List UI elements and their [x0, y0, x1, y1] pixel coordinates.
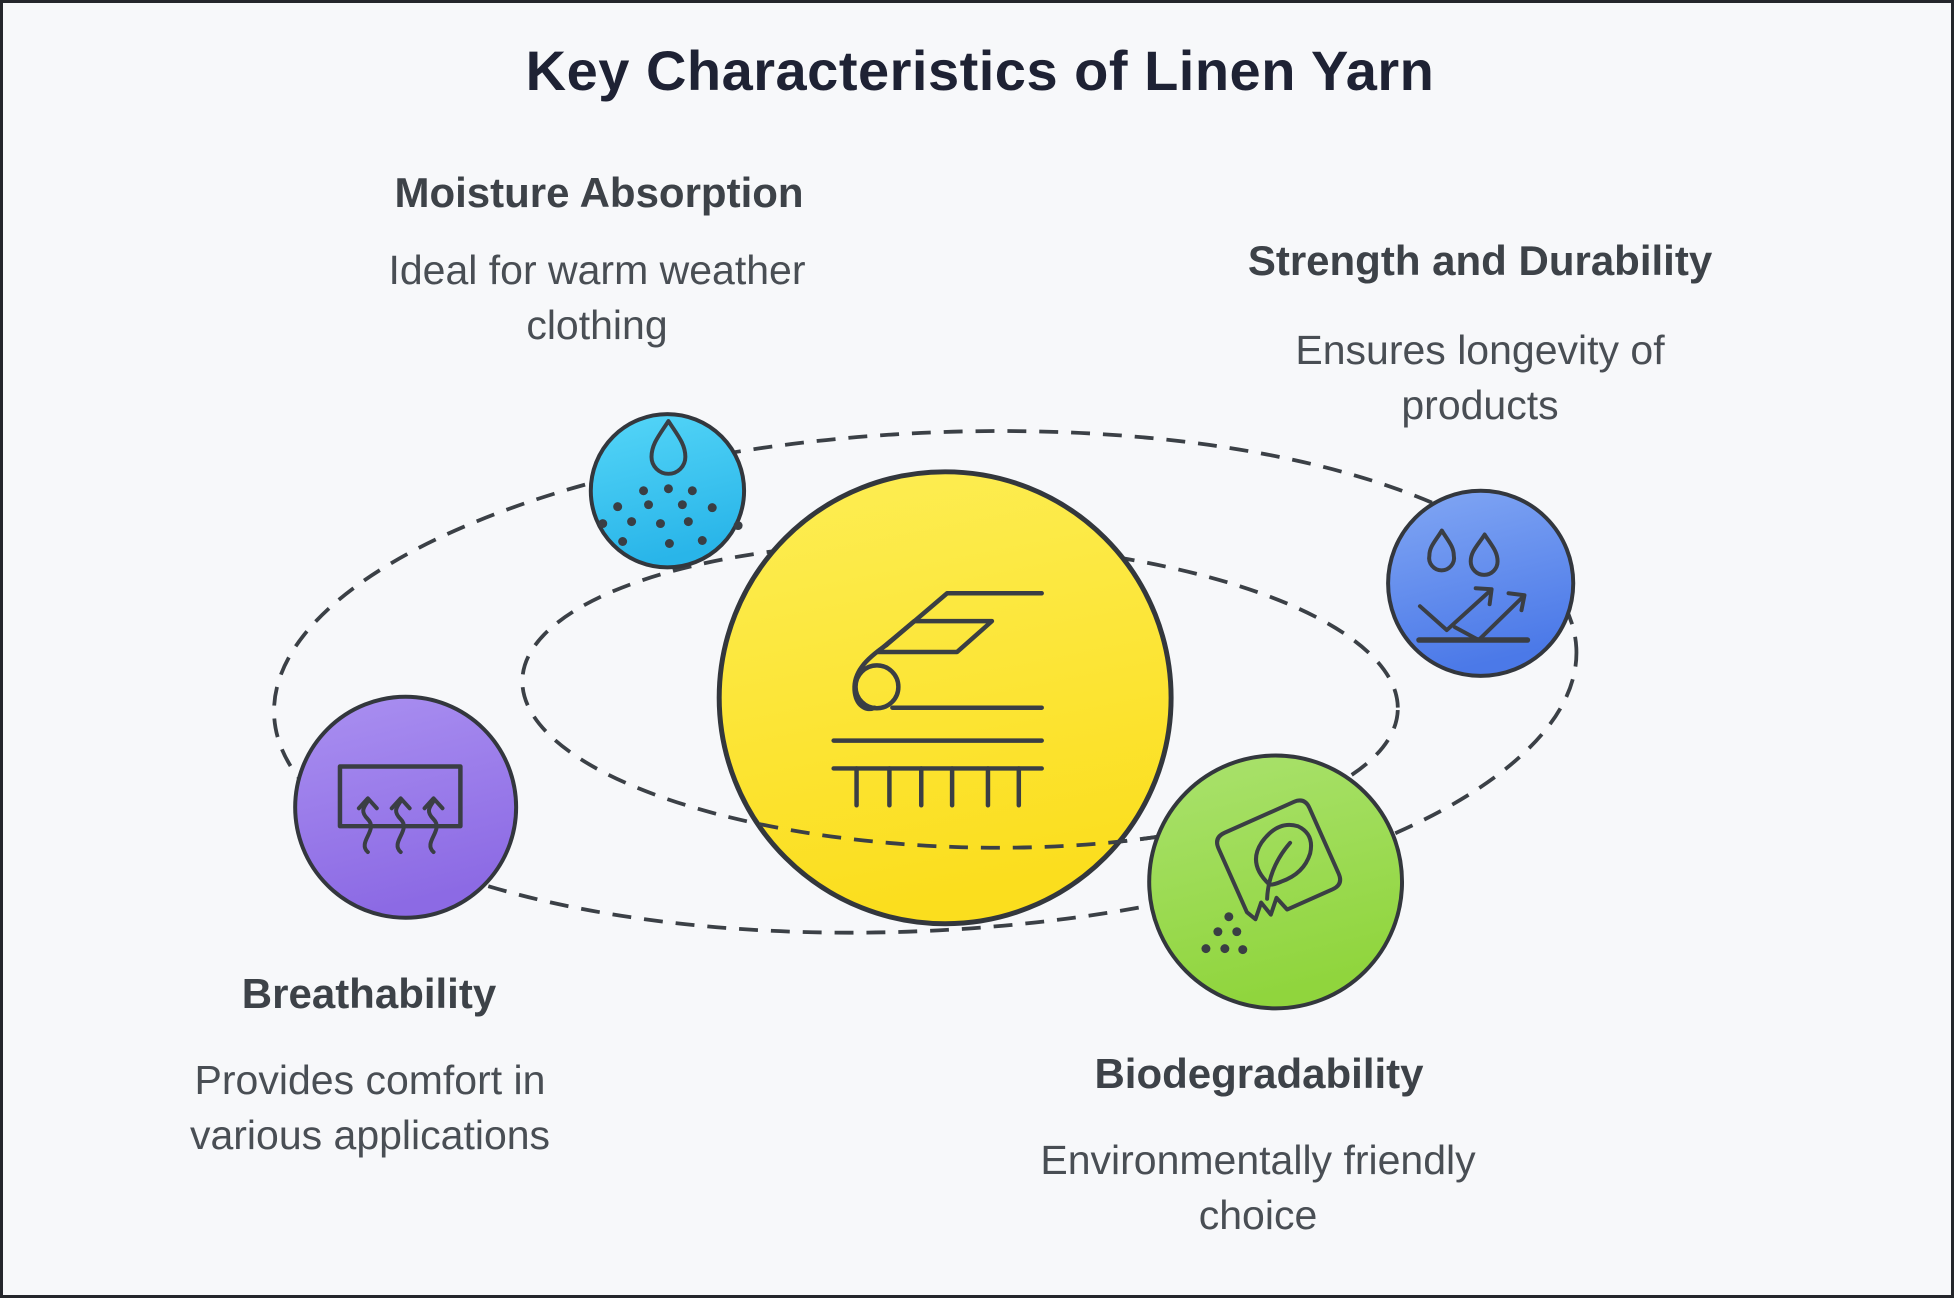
- breathability-description: Provides comfort in various applications: [189, 1057, 551, 1158]
- outer-orbit-ellipse: [272, 429, 1579, 935]
- page-title: Key Characteristics of Linen Yarn: [525, 39, 1435, 102]
- center-node-linen-yarn: [716, 469, 1174, 927]
- center-circle: [716, 469, 1174, 927]
- water-drop-spray-icon: [598, 419, 743, 548]
- strength-durability-description: Ensures longevity of products: [1295, 327, 1665, 428]
- node-breathability: [293, 694, 519, 920]
- biodegradability-description: Environmentally friendly choice: [1040, 1137, 1476, 1238]
- moisture-absorption-description: Ideal for warm weather clothing: [388, 247, 806, 348]
- linen-fabric-roll-icon: [831, 591, 1044, 808]
- node-moisture-absorption: [588, 412, 747, 570]
- biodegradability-label: Biodegradability: [1094, 1050, 1424, 1097]
- strength-circle: [1386, 488, 1576, 678]
- breathability-label: Breathability: [241, 970, 497, 1017]
- diagram-graphics: [272, 412, 1579, 1011]
- moisture-absorption-label: Moisture Absorption: [394, 169, 804, 216]
- inner-orbit-front-arc: [754, 792, 1171, 850]
- node-biodegradability: [1147, 753, 1405, 1011]
- package-leaf-compost-icon: [1201, 798, 1343, 955]
- node-strength-durability: [1386, 488, 1576, 678]
- water-drops-bounce-arrows-icon: [1416, 528, 1531, 643]
- airflow-arrows-fabric-icon: [337, 764, 463, 855]
- strength-durability-label: Strength and Durability: [1247, 237, 1713, 284]
- breathability-circle: [293, 694, 519, 920]
